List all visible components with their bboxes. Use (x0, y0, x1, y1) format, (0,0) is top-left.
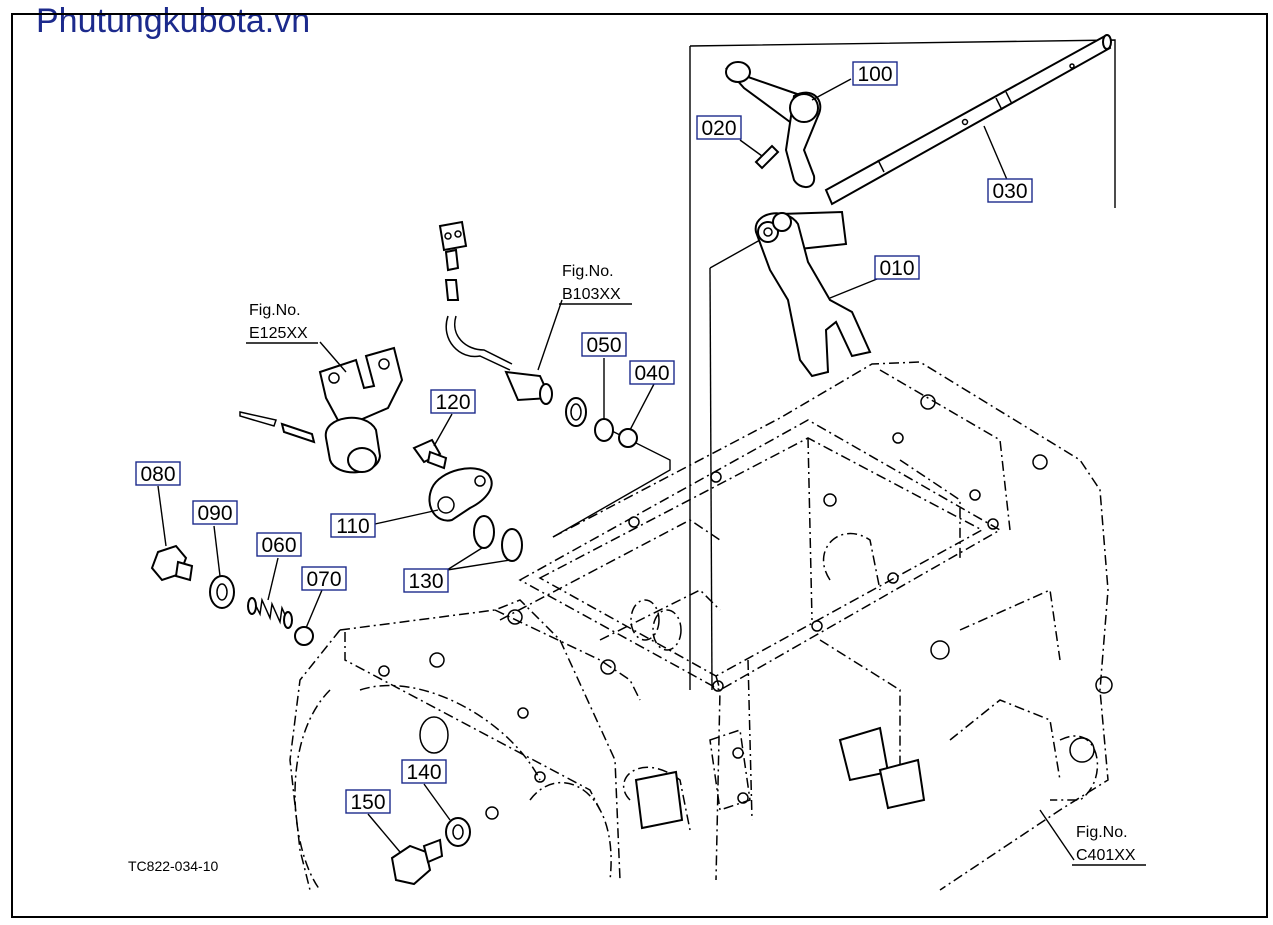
callout-040[interactable]: 040 (629, 360, 675, 385)
spring-pin-part (754, 144, 780, 170)
callout-070[interactable]: 070 (301, 566, 347, 591)
callout-label: 150 (350, 791, 385, 814)
callout-080[interactable]: 080 (135, 461, 181, 486)
callout-label: 010 (879, 257, 914, 280)
washer-090-part (209, 575, 235, 609)
plug-150-part (390, 838, 444, 886)
shaft-axis-line-top (689, 39, 1116, 208)
site-watermark: Phutungkubota.vn (36, 2, 311, 40)
drawing-code: TC822-034-10 (128, 858, 218, 874)
shift-shaft-part (824, 34, 1112, 206)
callout-020[interactable]: 020 (696, 115, 742, 140)
fig-ref-line1: Fig.No. (249, 302, 301, 319)
fig-ref-line1: Fig.No. (1076, 824, 1128, 841)
cover-plate-part (428, 467, 493, 522)
detent-ball-part (618, 428, 638, 448)
callout-120[interactable]: 120 (430, 389, 476, 414)
o-ring-1-part (473, 515, 495, 549)
plug-080-part (150, 544, 194, 582)
spring-060-part (247, 597, 293, 629)
ball-070-part (294, 626, 314, 646)
fork-axis-line (709, 267, 713, 691)
callout-140[interactable]: 140 (401, 759, 447, 784)
callout-050[interactable]: 050 (581, 332, 627, 357)
callout-label: 100 (857, 63, 892, 86)
callout-060[interactable]: 060 (256, 532, 302, 557)
callout-label: 060 (261, 534, 296, 557)
callout-010[interactable]: 010 (874, 255, 920, 280)
detent-plug-part (594, 418, 614, 442)
shift-arm-part (724, 61, 822, 188)
callout-label: 130 (408, 570, 443, 593)
shift-fork-part (754, 210, 872, 378)
fig-ref-line2: E125XX (249, 325, 308, 342)
callout-100[interactable]: 100 (852, 61, 898, 86)
callout-label: 030 (992, 180, 1027, 203)
callout-label: 140 (406, 761, 441, 784)
callout-label: 050 (586, 334, 621, 357)
transmission-case-drawing (289, 361, 1113, 891)
fig-ref-b103xx[interactable]: Fig.No. B103XX (559, 263, 632, 305)
drawing-frame (11, 13, 1268, 918)
callout-label: 080 (140, 463, 175, 486)
switch-axis-line (552, 429, 671, 538)
callout-label: 090 (197, 502, 232, 525)
fig-ref-line2: B103XX (562, 286, 621, 303)
callout-label: 020 (701, 117, 736, 140)
callout-090[interactable]: 090 (192, 500, 238, 525)
fig-ref-e125xx[interactable]: Fig.No. E125XX (246, 302, 318, 344)
fig-ref-line2: C401XX (1076, 847, 1136, 864)
o-ring-2-part (501, 528, 523, 562)
fork-axis-line-top (709, 239, 761, 269)
callout-label: 120 (435, 391, 470, 414)
neutral-switch-part (438, 220, 587, 427)
fig-ref-line1: Fig.No. (562, 263, 614, 280)
callout-label: 110 (336, 515, 369, 538)
washer-140-part (445, 817, 471, 847)
callout-030[interactable]: 030 (987, 178, 1033, 203)
shift-lever-part (239, 346, 404, 474)
fig-ref-c401xx[interactable]: Fig.No. C401XX (1072, 824, 1146, 866)
leader-lines (157, 78, 1075, 861)
callout-label: 040 (634, 362, 669, 385)
bolt-120-part (412, 438, 448, 470)
callout-150[interactable]: 150 (345, 789, 391, 814)
callout-110[interactable]: 110 (330, 513, 376, 538)
callout-label: 070 (306, 568, 341, 591)
callout-130[interactable]: 130 (403, 568, 449, 593)
